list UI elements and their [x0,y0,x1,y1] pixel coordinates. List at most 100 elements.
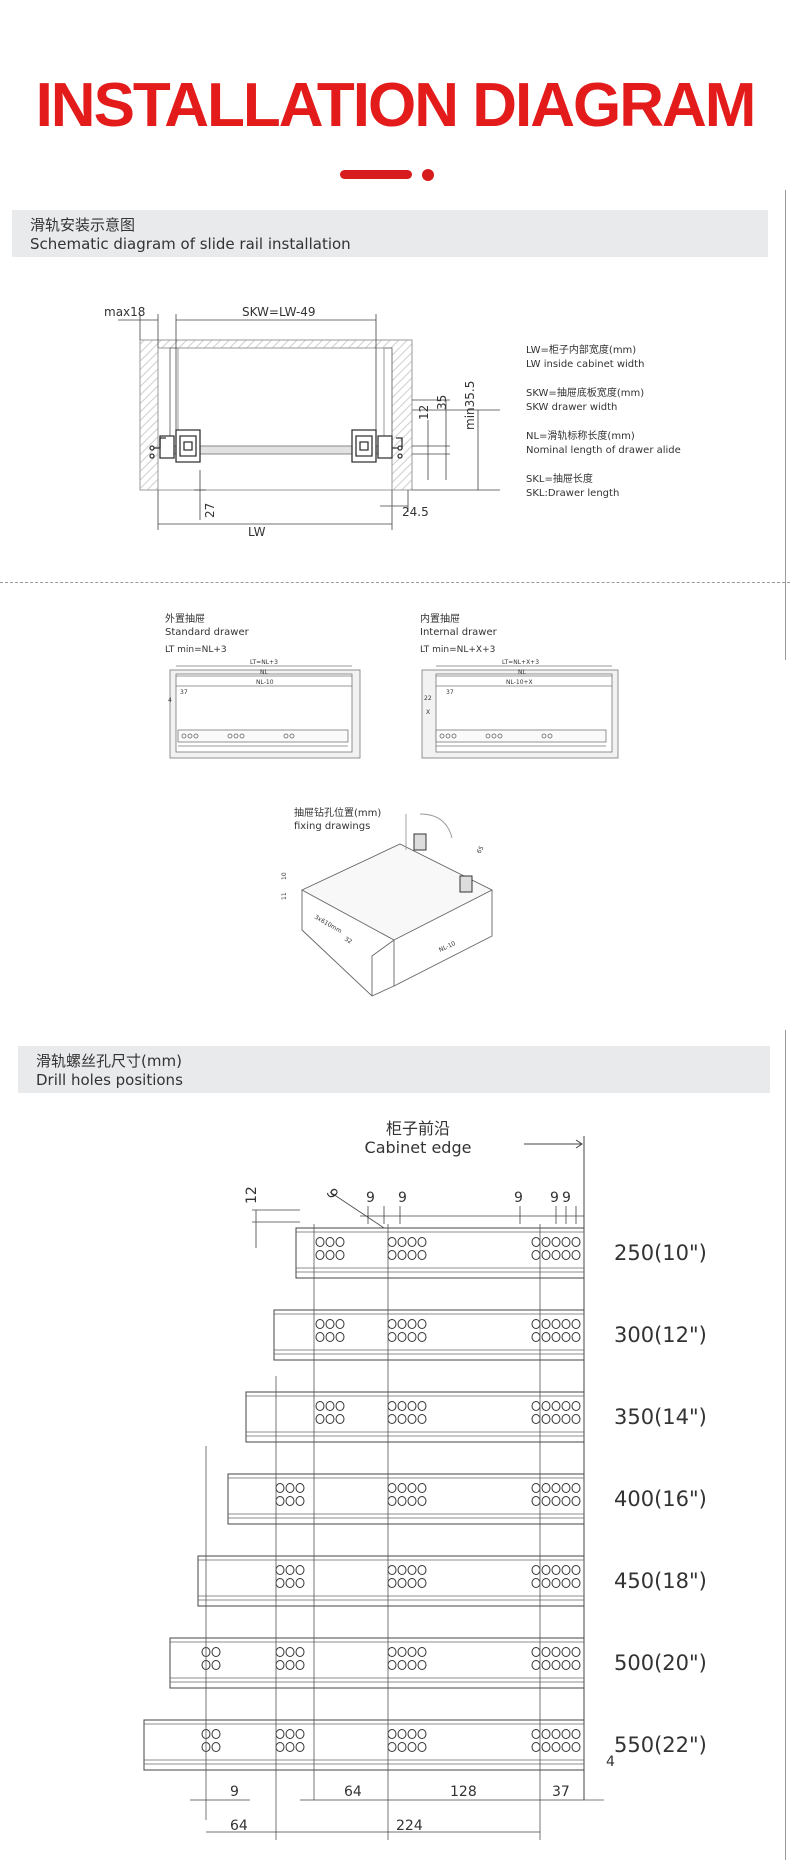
drill-hole [325,1401,335,1411]
internal-dim-37: 37 [446,689,454,696]
drill-hole [315,1414,325,1424]
drill-hole [407,1483,417,1493]
drill-hole [335,1250,345,1260]
drill-hole [561,1332,571,1342]
dim-max18: max18 [104,305,145,319]
slide-rail-installation-diagram: max18 SKW=LW-49 12 35 min35.5 27 24.5 LW… [104,305,681,539]
rail-1: 250(10") [295,1227,707,1279]
drill-hole [571,1647,581,1657]
drill-hole [407,1496,417,1506]
drill-hole [295,1483,305,1493]
page-title: INSTALLATION DIAGRAM [35,71,757,140]
title-dot [422,169,434,181]
drill-hole [571,1483,581,1493]
rail-size-label: 500(20") [614,1651,707,1675]
drill-hole [551,1401,561,1411]
drill-hole [407,1729,417,1739]
dim-35: 35 [435,395,449,410]
section-divider [0,582,790,583]
legend-skw-cn: SKW=抽屉底板宽度(mm) [526,386,644,399]
drill-hole [295,1742,305,1752]
drill-hole [315,1401,325,1411]
drill-hole [541,1483,551,1493]
drill-hole [417,1250,427,1260]
drill-hole [541,1742,551,1752]
drill-hole [295,1496,305,1506]
drill-hole [397,1742,407,1752]
drill-hole [407,1565,417,1575]
rail-2: 300(12") [273,1309,707,1361]
bottom-dim-37: 37 [552,1784,570,1800]
standard-dim-nl10: NL-10 [256,679,274,686]
edge-line [785,190,786,660]
standard-en: Standard drawer [165,627,250,638]
drill-hole [397,1565,407,1575]
drill-hole [571,1401,581,1411]
drill-hole [285,1729,295,1739]
legend-nl-en: Nominal length of drawer alide [526,445,681,456]
drill-hole [551,1237,561,1247]
drill-hole [571,1496,581,1506]
internal-cn: 内置抽屉 [420,612,460,625]
drill-hole [417,1742,427,1752]
edge-line-lower [785,1030,786,1860]
fixing-en: fixing drawings [294,821,370,832]
drill-hole [541,1660,551,1670]
drill-hole [315,1250,325,1260]
section-heading-en: Schematic diagram of slide rail installa… [30,235,351,253]
dim-24-5: 24.5 [402,505,429,519]
drill-hole [417,1332,427,1342]
drill-hole [285,1578,295,1588]
drill-hole [551,1414,561,1424]
drill-hole [571,1250,581,1260]
drill-hole [561,1578,571,1588]
cabinet-edge-cn: 柜子前沿 [386,1119,450,1138]
top-dim-9e: 9 [562,1190,571,1206]
drill-hole [541,1237,551,1247]
drill-hole [561,1742,571,1752]
drill-hole [541,1729,551,1739]
drill-hole [285,1483,295,1493]
drill-hole [551,1250,561,1260]
drill-hole [407,1319,417,1329]
drill-hole [211,1729,221,1739]
rail-size-label: 400(16") [614,1487,707,1511]
drill-hole [417,1578,427,1588]
drill-hole [541,1496,551,1506]
drill-hole [295,1565,305,1575]
drill-hole [571,1237,581,1247]
bottom-dim-9: 9 [230,1784,239,1800]
internal-dim-x: X [426,709,430,716]
internal-lt: LT min=NL+X+3 [420,645,495,655]
rail-size-label: 450(18") [614,1569,707,1593]
fixing-dim-32: 32 [343,936,353,946]
drill-hole [407,1237,417,1247]
drill-hole [541,1401,551,1411]
drill-hole [571,1414,581,1424]
drill-hole [397,1237,407,1247]
drill-hole [561,1237,571,1247]
drill-hole [571,1742,581,1752]
drill-hole [211,1647,221,1657]
top-dim-9c: 9 [514,1190,523,1206]
drill-hole [541,1647,551,1657]
drill-hole [325,1332,335,1342]
drill-hole [211,1660,221,1670]
section3-heading-en: Drill holes positions [36,1071,183,1089]
right-slide-rail [351,429,403,463]
drill-hole [561,1483,571,1493]
drill-hole [397,1401,407,1411]
drill-hole [295,1578,305,1588]
rail-size-label: 550(22") [614,1733,707,1757]
internal-en: Internal drawer [420,627,498,638]
section3-heading-cn: 滑轨螺丝孔尺寸(mm) [36,1052,182,1070]
drill-hole [397,1319,407,1329]
section-header-drill: 滑轨螺丝孔尺寸(mm) Drill holes positions [18,1046,770,1093]
drill-hole [571,1660,581,1670]
drill-hole [407,1660,417,1670]
drill-hole [561,1496,571,1506]
drill-hole [417,1319,427,1329]
dim-min355: min35.5 [463,381,477,430]
legend-skl-en: SKL:Drawer length [526,488,619,499]
internal-drawer: 内置抽屉 Internal drawer LT min=NL+X+3 LT=NL… [420,612,619,759]
